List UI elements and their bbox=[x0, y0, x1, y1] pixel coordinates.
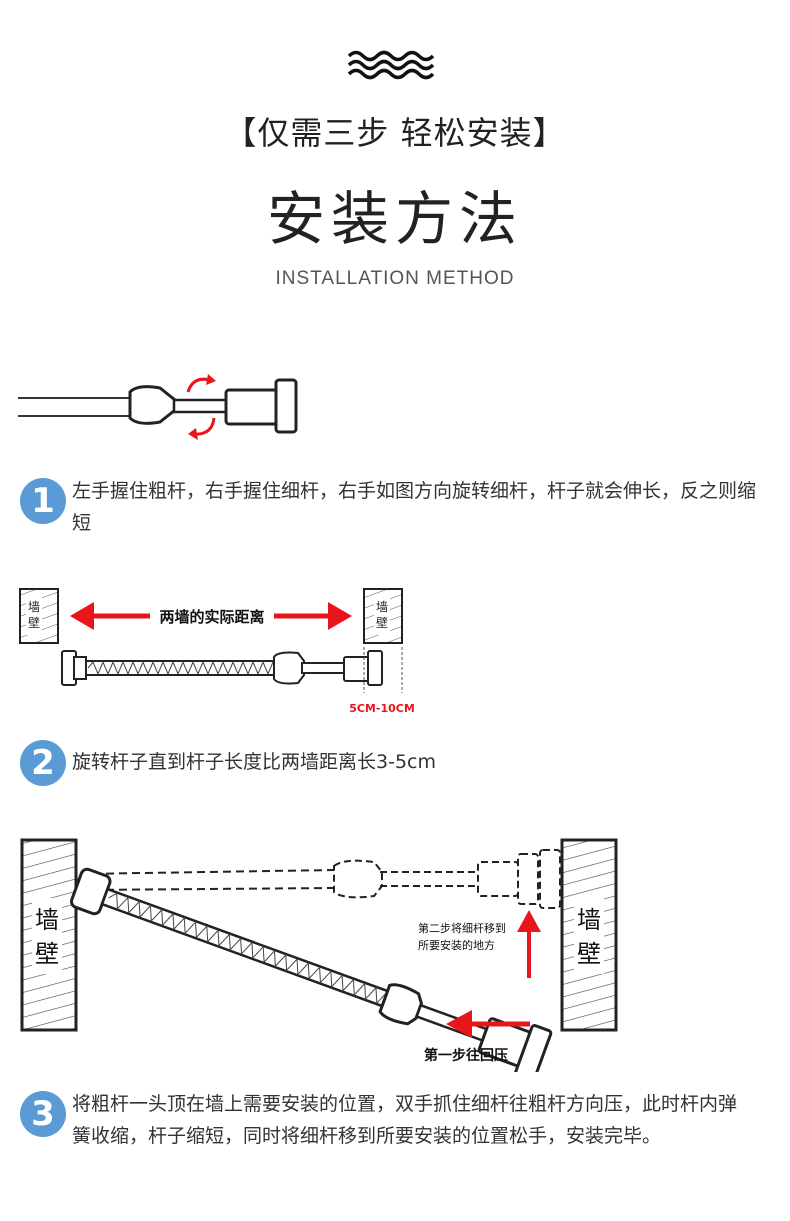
english-title: INSTALLATION METHOD bbox=[275, 268, 515, 289]
step1-diagram bbox=[18, 374, 298, 440]
page-title: 安装方法 bbox=[266, 185, 523, 253]
step-3-badge: 3 bbox=[20, 1091, 66, 1137]
wall-left-label-2: 壁 bbox=[28, 615, 40, 630]
wall-right-label-2: 壁 bbox=[577, 940, 601, 968]
wave-icon bbox=[347, 50, 435, 80]
wall-left-label-2: 壁 bbox=[35, 940, 59, 968]
distance-label: 两墙的实际距离 bbox=[159, 608, 264, 626]
wall-right-label-1: 墙 bbox=[577, 906, 601, 934]
wall-left-label-1: 墙 bbox=[35, 906, 59, 934]
step-3-text: 将粗杆一头顶在墙上需要安装的位置，双手抓住细杆往粗杆方向压，此时杆内弹簧收缩，杆… bbox=[72, 1093, 738, 1147]
wall-left-label-1: 墙 bbox=[28, 600, 40, 614]
step3-diagram: 墙 壁 墙 壁 第二步将细杆移到 所要安装的地方 第一步往回压 bbox=[20, 838, 618, 1072]
subtitle: 【仅需三步 轻松安装】 bbox=[224, 114, 566, 152]
step2-diagram: 墙 壁 墙 壁 两墙的实际距离 5CM-10CM bbox=[19, 588, 415, 715]
wall-right-label-1: 墙 bbox=[376, 600, 388, 614]
wall-right-label-2: 壁 bbox=[376, 615, 388, 630]
gap-label: 5CM-10CM bbox=[349, 702, 415, 715]
step2-note-line1: 第二步将细杆移到 bbox=[418, 921, 506, 935]
step-1-text: 左手握住粗杆，右手握住细杆，右手如图方向旋转细杆，杆子就会伸长，反之则缩短 bbox=[72, 480, 757, 534]
step-2-badge: 2 bbox=[20, 740, 66, 786]
step-2-text: 旋转杆子直到杆子长度比两墙距离长3-5cm bbox=[72, 751, 436, 773]
step2-note-line2: 所要安装的地方 bbox=[418, 938, 495, 952]
step1-note: 第一步往回压 bbox=[424, 1047, 508, 1064]
step-1-badge: 1 bbox=[20, 478, 66, 524]
